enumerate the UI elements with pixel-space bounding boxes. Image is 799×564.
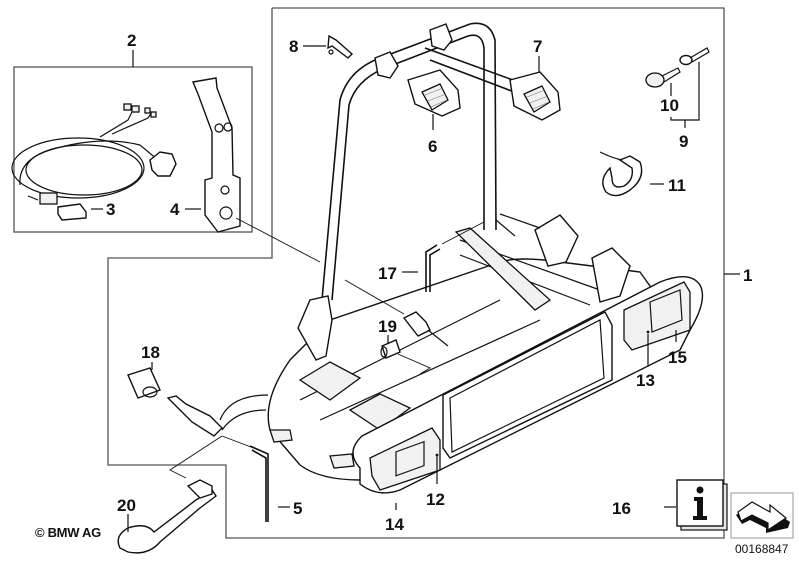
callout-7[interactable]: 7 bbox=[533, 37, 542, 56]
crank-handle bbox=[117, 479, 217, 554]
rear-light-left bbox=[369, 427, 441, 491]
wheel-clamp-6 bbox=[407, 69, 461, 117]
document-number: 00168847 bbox=[735, 542, 789, 556]
copyright-text: © BMW AG bbox=[35, 525, 101, 540]
wheel-clamp-7 bbox=[509, 71, 561, 121]
wiring-harness bbox=[11, 103, 177, 205]
callout-2[interactable]: 2 bbox=[127, 31, 136, 50]
callouts: 2 3 4 8 6 7 10 9 11 1 17 19 15 13 18 12 … bbox=[106, 31, 752, 534]
callout-12[interactable]: 12 bbox=[426, 490, 445, 509]
bracket bbox=[192, 77, 241, 233]
leader-lines bbox=[91, 45, 740, 532]
return-arrow-icon[interactable] bbox=[730, 492, 794, 539]
callout-14[interactable]: 14 bbox=[385, 515, 404, 534]
callout-9[interactable]: 9 bbox=[679, 132, 688, 151]
callout-3[interactable]: 3 bbox=[106, 200, 115, 219]
callout-4[interactable]: 4 bbox=[170, 200, 180, 219]
carrier-base bbox=[267, 213, 661, 481]
sleeve-18 bbox=[127, 367, 161, 399]
key-10 bbox=[645, 67, 681, 88]
callout-19[interactable]: 19 bbox=[378, 317, 397, 336]
callout-15[interactable]: 15 bbox=[668, 348, 687, 367]
allen-key-17 bbox=[425, 244, 441, 292]
key-9 bbox=[679, 47, 710, 66]
callout-8[interactable]: 8 bbox=[289, 37, 298, 56]
callout-10[interactable]: 10 bbox=[660, 96, 679, 115]
spacer-sleeve bbox=[380, 339, 401, 359]
license-plate-holder bbox=[442, 311, 613, 459]
strap bbox=[599, 151, 643, 197]
bolt-with-cable bbox=[402, 311, 449, 347]
info-icon[interactable] bbox=[676, 479, 728, 531]
callout-1[interactable]: 1 bbox=[743, 266, 752, 285]
callout-6[interactable]: 6 bbox=[428, 137, 437, 156]
allen-key-5 bbox=[249, 445, 269, 522]
callout-17[interactable]: 17 bbox=[378, 264, 397, 283]
drive-shaft bbox=[166, 394, 269, 437]
callout-13[interactable]: 13 bbox=[636, 371, 655, 390]
callout-5[interactable]: 5 bbox=[293, 499, 302, 518]
callout-20[interactable]: 20 bbox=[117, 496, 136, 515]
callout-18[interactable]: 18 bbox=[141, 343, 160, 362]
callout-11[interactable]: 11 bbox=[668, 176, 686, 195]
main-assembly-frame bbox=[107, 7, 725, 539]
callout-16[interactable]: 16 bbox=[612, 499, 631, 518]
connector-cover bbox=[57, 203, 87, 221]
rear-light-right bbox=[623, 281, 691, 351]
locking-pin bbox=[327, 34, 354, 59]
